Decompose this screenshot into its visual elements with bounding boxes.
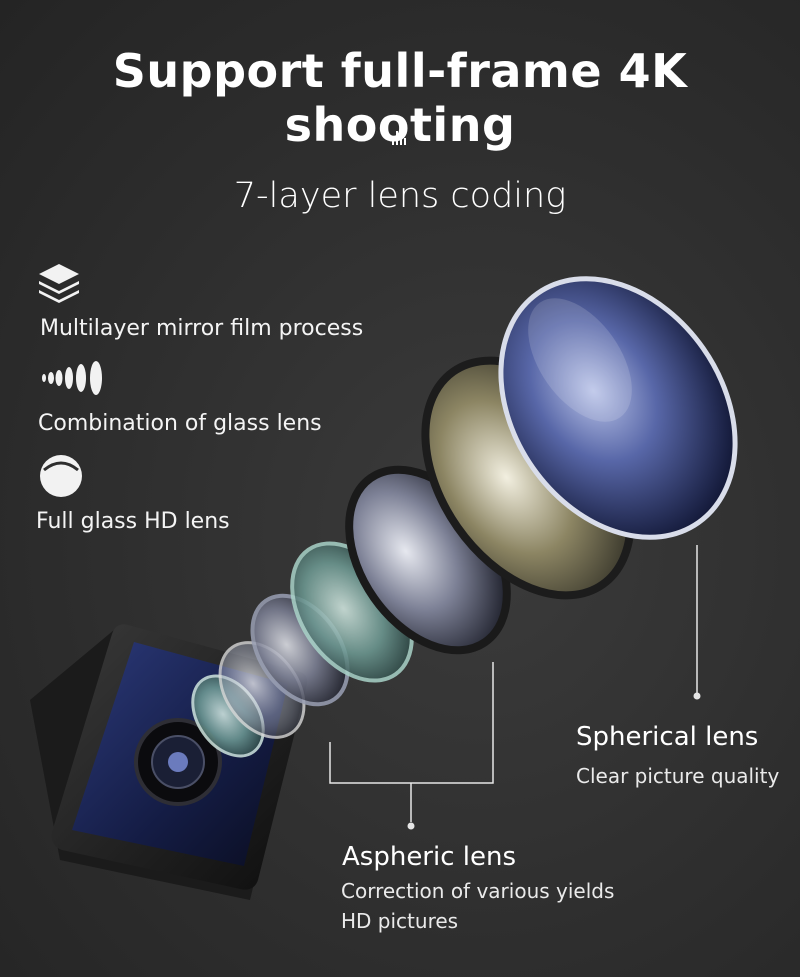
layers-icon [39, 264, 79, 303]
spherical-pointer-dot [693, 692, 701, 700]
feature-label-combination: Combination of glass lens [38, 411, 322, 436]
page-subtitle: 7-layer lens coding [233, 176, 567, 216]
feature-label-multilayer: Multilayer mirror film process [40, 316, 364, 341]
aspheric-pointer-dot [407, 822, 415, 830]
page-title: Support full-frame 4K shooting [112, 44, 688, 152]
aspheric-lens-title: Aspheric lens [342, 842, 517, 872]
aspheric-bracket [329, 662, 494, 822]
feature-label-full-glass: Full glass HD lens [36, 509, 230, 534]
aspheric-lens-desc-line2: HD pictures [341, 909, 459, 933]
aspheric-lens-desc-line1: Correction of various yields [341, 879, 615, 903]
spherical-lens-title: Spherical lens [576, 722, 759, 752]
lens-stack [191, 276, 738, 758]
spherical-lens-desc: Clear picture quality [576, 764, 780, 788]
equalizer-icon [392, 131, 406, 145]
lens-combination-icon [42, 361, 102, 395]
glass-lens-icon [40, 455, 82, 497]
